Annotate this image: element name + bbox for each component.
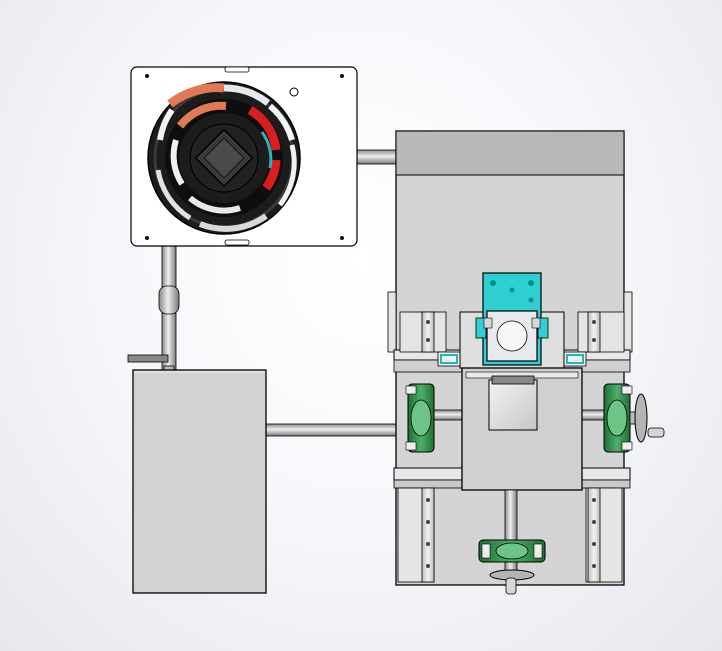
connecting-pipe-fan-to-frame xyxy=(355,149,401,165)
motor-mount-plate xyxy=(475,272,549,366)
pillow-block-bearing-right xyxy=(603,383,633,453)
connecting-pipe-fan-to-tank xyxy=(127,245,180,375)
linear-rail-lower-left xyxy=(397,487,435,583)
linear-rail-upper-right xyxy=(577,311,625,353)
linear-rail-upper-left xyxy=(399,311,447,353)
hand-wheel-bottom xyxy=(489,569,535,595)
rail-carriage-right xyxy=(563,351,587,367)
connecting-pipe-tank-to-frame xyxy=(265,423,397,437)
pillow-block-bearing-bottom xyxy=(478,539,546,563)
hand-wheel-right xyxy=(629,393,665,443)
linear-rail-lower-right xyxy=(585,487,623,583)
pillow-block-bearing-left xyxy=(405,383,435,453)
stepper-motor xyxy=(488,375,538,431)
fan-icon xyxy=(147,81,301,235)
control-box xyxy=(132,369,267,594)
fan-unit xyxy=(130,66,358,247)
lead-screw-vertical xyxy=(504,489,518,581)
rail-carriage-left xyxy=(437,351,461,367)
